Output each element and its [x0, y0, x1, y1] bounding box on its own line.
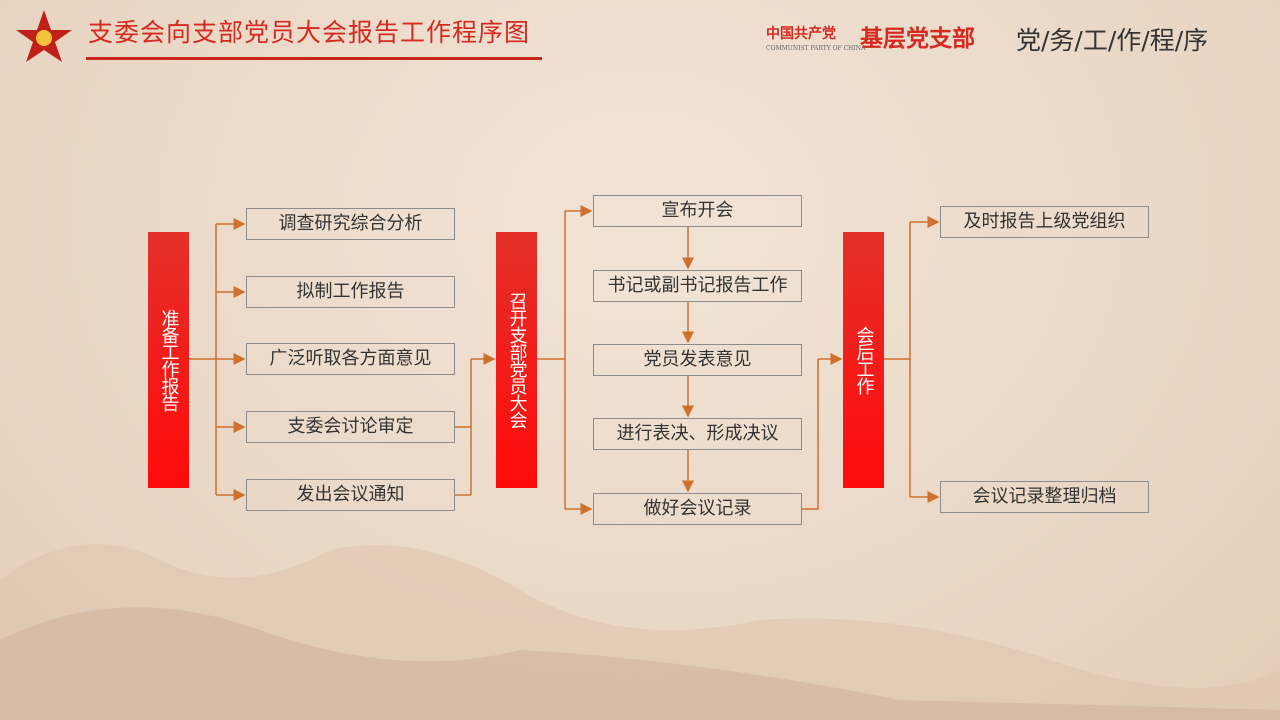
party-star-logo — [16, 10, 72, 62]
stage-post-meeting: 会后工作 — [843, 232, 884, 488]
step-archive-minutes: 会议记录整理归档 — [940, 481, 1149, 513]
step-announce-meeting: 宣布开会 — [593, 195, 802, 227]
step-members-opinions: 党员发表意见 — [593, 344, 802, 376]
brand-grassroots: 基层党支部 — [860, 26, 975, 52]
step-committee-review: 支委会讨论审定 — [246, 411, 455, 443]
step-research: 调查研究综合分析 — [246, 208, 455, 240]
slogan: 党/务/工/作/程/序 — [1016, 26, 1209, 55]
brand-cpc: 中国共产党 — [766, 26, 836, 42]
page-title: 支委会向支部党员大会报告工作程序图 — [88, 18, 531, 47]
step-meeting-minutes: 做好会议记录 — [593, 493, 802, 525]
step-secretary-report: 书记或副书记报告工作 — [593, 270, 802, 302]
mountain-background — [0, 544, 1280, 720]
stage-hold-meeting: 召开支部党员大会 — [496, 232, 537, 488]
step-draft-report: 拟制工作报告 — [246, 276, 455, 308]
step-send-notice: 发出会议通知 — [246, 479, 455, 511]
step-vote-resolution: 进行表决、形成决议 — [593, 418, 802, 450]
step-report-superior: 及时报告上级党组织 — [940, 206, 1149, 238]
brand-cpc-sub: COMMUNIST PARTY OF CHINA — [766, 45, 866, 52]
title-underline — [86, 57, 542, 60]
stage-prepare-report: 准备工作报告 — [148, 232, 189, 488]
step-solicit-opinions: 广泛听取各方面意见 — [246, 343, 455, 375]
